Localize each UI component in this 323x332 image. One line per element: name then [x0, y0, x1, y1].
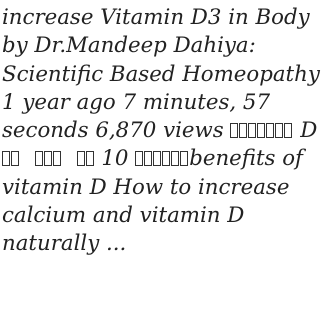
snippet-text-intro: increase Vitamin D3 in Body by Dr.Mandee…	[2, 5, 320, 144]
snippet-text-ten: 10	[94, 146, 136, 172]
snippet-text-d: D	[293, 118, 318, 144]
unrendered-hindi-word-3	[34, 146, 62, 171]
snippet-text-benefits: benefits of vitamin D How to increase ca…	[2, 146, 303, 257]
unrendered-hindi-word-2	[2, 146, 20, 171]
unrendered-hindi-word-1	[230, 118, 293, 143]
unrendered-hindi-word-5	[135, 146, 189, 171]
unrendered-hindi-word-4	[76, 146, 95, 171]
